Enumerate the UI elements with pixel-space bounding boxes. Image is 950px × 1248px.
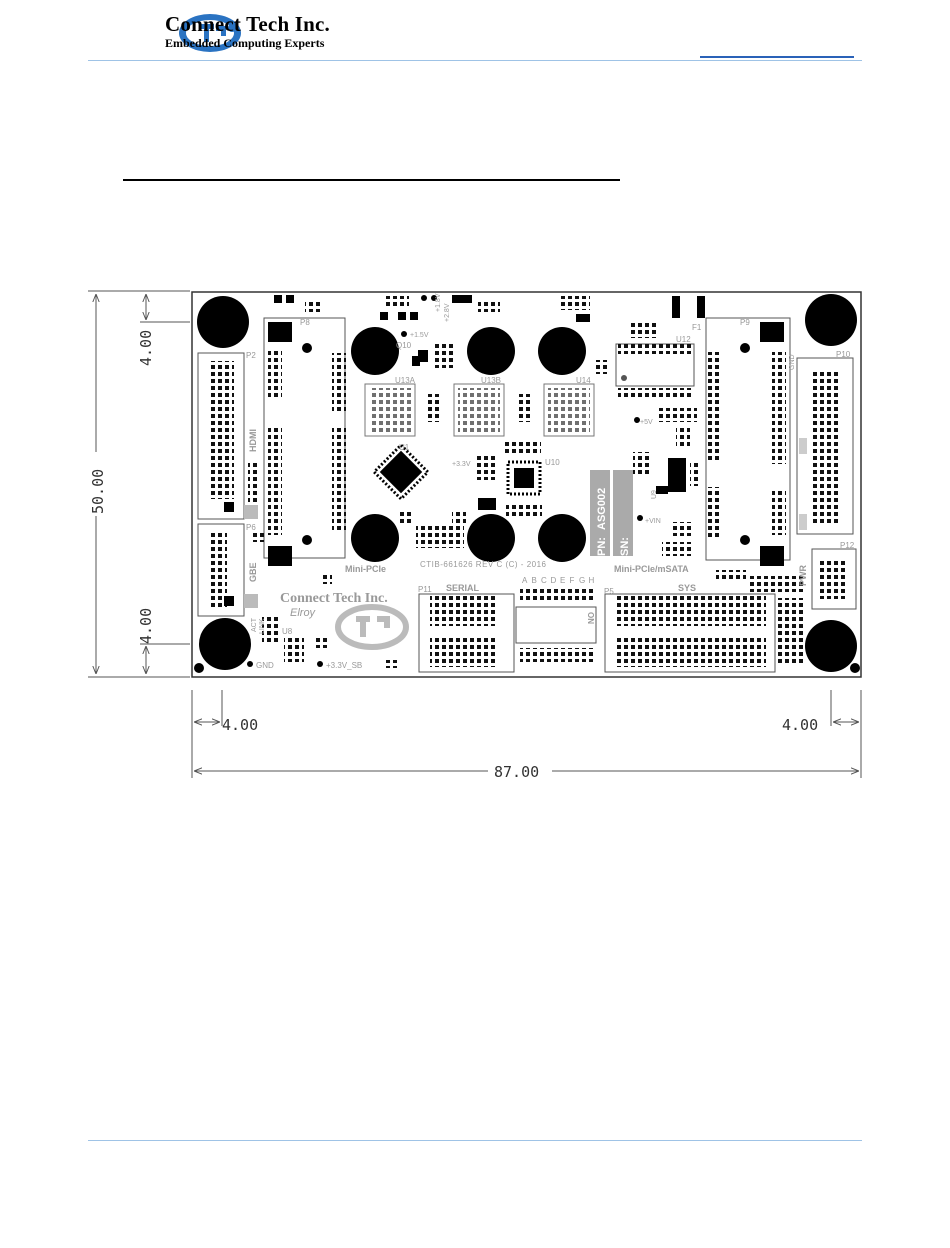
label-pwr: PWR [798, 565, 808, 586]
label-mini-pcie: Mini-PCIe [345, 564, 386, 574]
connect-tech-logo [179, 14, 241, 52]
label-u12: U12 [676, 335, 691, 344]
dim-left-offset-label: 4.00 [222, 716, 258, 734]
small-components [247, 295, 804, 668]
dip-letter: F [570, 576, 575, 585]
board-product-name: Elroy [290, 607, 317, 619]
company-tagline: Embedded Computing Experts [165, 36, 325, 50]
label-u13a: U13A [395, 376, 416, 385]
label-u1: U1 [399, 443, 410, 452]
chip-u12 [615, 343, 695, 398]
bga-u13a [364, 383, 416, 437]
label-hdmi: HDMI [248, 429, 258, 452]
label-mini-pcie-msata: Mini-PCIe/mSATA [614, 564, 689, 574]
gbe-connector [197, 523, 258, 617]
serial-connector [418, 593, 515, 673]
chip-u1 [372, 443, 430, 501]
dip-letter: D [551, 576, 557, 585]
chip-u10 [506, 460, 542, 496]
hdmi-connector [197, 352, 258, 520]
label-v5: +5V [640, 419, 653, 426]
header-link-underline [700, 56, 854, 58]
dip-letter: A [522, 576, 528, 585]
dip-letter: G [579, 576, 585, 585]
dim-right-offset-label: 4.00 [782, 716, 818, 734]
pn-label-block [590, 470, 610, 556]
label-gnd: GND [256, 661, 274, 670]
mounting-holes [194, 294, 860, 673]
label-p9: P9 [740, 318, 750, 327]
label-u8: U8 [282, 627, 293, 636]
label-v18: +1.8V [435, 293, 442, 312]
dim-bottom-offset-label: 4.00 [137, 608, 155, 644]
label-p12: P12 [840, 541, 855, 550]
p10-connector [796, 357, 854, 535]
label-gnd-p10: GND [789, 354, 796, 370]
section-title-underline [123, 179, 620, 181]
footer-rule [88, 1140, 862, 1141]
label-u13b: U13B [481, 376, 501, 385]
mini-pcie-msata-socket [705, 317, 791, 566]
mounting-hole-bottom-right [805, 620, 857, 672]
label-u10: U10 [545, 458, 560, 467]
dip-letter: H [589, 576, 595, 585]
label-p11: P11 [418, 585, 432, 594]
label-p6: P6 [246, 523, 256, 532]
label-v33: +3.3V [452, 461, 471, 468]
sn-label-block [613, 470, 633, 556]
dim-width-label: 87.00 [494, 763, 539, 781]
label-serial: SERIAL [446, 583, 480, 593]
dip-switch [515, 588, 597, 662]
dip-letter: E [560, 576, 565, 585]
label-p5: P5 [604, 587, 614, 596]
label-v15: +1.5V [410, 332, 429, 339]
label-p10: P10 [836, 350, 851, 359]
mounting-hole-top-left [197, 296, 249, 348]
p12-power-connector [811, 548, 857, 610]
label-vin: +VIN [645, 518, 661, 525]
label-v28: +2.8V [444, 303, 451, 322]
mini-pcie-socket [263, 317, 346, 566]
board-cti-logo [335, 604, 409, 650]
label-gbe: GBE [248, 562, 258, 582]
dim-height-label: 50.00 [89, 469, 107, 514]
label-f1: F1 [692, 323, 702, 332]
sn-label: SN: [619, 537, 631, 556]
mounting-hole-top-right [805, 294, 857, 346]
sys-connector [604, 593, 776, 673]
part-number: ASG002 [596, 488, 608, 530]
label-v33sb: +3.3V_SB [326, 661, 362, 670]
label-sys: SYS [678, 583, 696, 593]
dip-letter: B [532, 576, 537, 585]
dip-letter: C [541, 576, 547, 585]
board-logo-text: Connect Tech Inc. [280, 591, 388, 606]
label-dip-on: ON [586, 612, 595, 624]
label-p2: P2 [246, 351, 256, 360]
bga-u14 [543, 383, 595, 437]
mounting-hole-bottom-left [199, 618, 251, 670]
header-rule [88, 60, 862, 61]
label-p8: P8 [300, 318, 310, 327]
board-revision-text: CTIB-661626 REV C (C) - 2016 [420, 560, 547, 569]
label-link: LINK [259, 618, 266, 634]
label-u14: U14 [576, 376, 591, 385]
chip-u9 [668, 458, 686, 492]
company-name: Connect Tech Inc. [165, 12, 331, 36]
label-act: ACT [251, 617, 258, 632]
label-q10: Q10 [396, 341, 412, 350]
label-u9: U9 [651, 490, 658, 499]
bga-u13b [453, 383, 505, 437]
pn-label: PN: [596, 537, 608, 556]
dim-top-offset-label: 4.00 [137, 330, 155, 366]
